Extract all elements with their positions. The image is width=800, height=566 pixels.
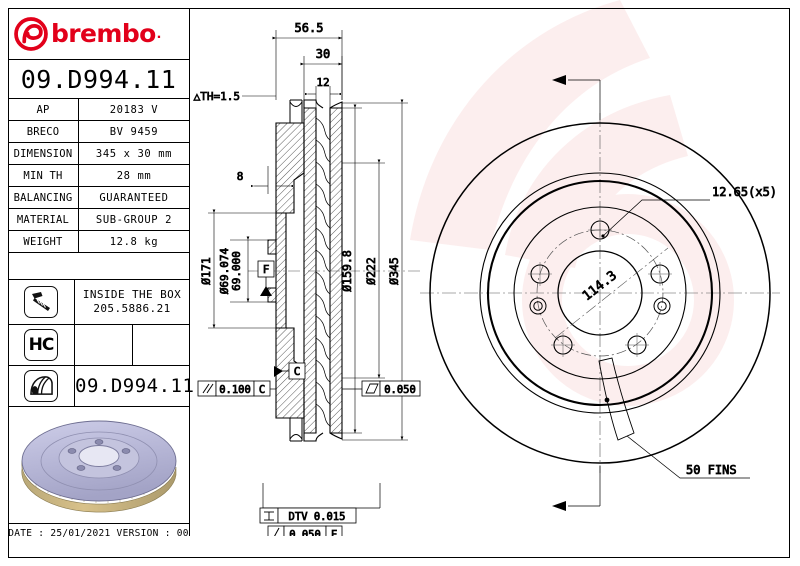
brake-icon-cell — [8, 366, 75, 406]
spec-key: MATERIAL — [8, 208, 79, 231]
note-fins: 50 FINS — [686, 463, 737, 477]
dim-inner-dia: Ø159.8 — [340, 250, 354, 292]
dim-bore-upper: Ø69.074 — [218, 247, 231, 294]
spec-value: 20183 V — [78, 99, 189, 121]
table-row: BRECO BV 9459 — [8, 120, 189, 143]
table-row: DIMENSION 345 x 30 mm — [8, 142, 189, 165]
spec-key: BRECO — [8, 120, 79, 143]
footer-date-text: DATE : 25/01/2021 VERSION : 00 — [8, 527, 189, 539]
sheet-border — [8, 8, 790, 558]
dim-vane-width: 12 — [316, 76, 329, 89]
product-photo — [8, 407, 189, 524]
dim-bore-lower: 69.000 — [230, 251, 243, 291]
tol-runout-value: 0.050 — [289, 529, 321, 536]
table-row: AP 20183 V — [8, 99, 189, 121]
info-block: brembo . 09.D994.11 AP 20183 V BRECO BV … — [8, 8, 194, 539]
table-row: BALANCING GUARANTEED — [8, 186, 189, 209]
disc-render — [20, 420, 176, 513]
part-number-repeat: 09.D994.11 — [75, 375, 195, 397]
spec-key: WEIGHT — [8, 230, 79, 253]
dim-thickness-variation: △TH=1.5 — [194, 90, 240, 103]
spec-value: 345 x 30 mm — [78, 142, 189, 165]
spec-value: SUB-GROUP 2 — [78, 208, 189, 231]
footer-date: DATE : 25/01/2021 VERSION : 00 — [8, 524, 189, 542]
brembo-roundel-icon — [14, 16, 48, 51]
part-number-row: 09.D994.11 — [8, 366, 194, 407]
brand-wordmark: brembo — [51, 19, 156, 48]
inside-the-box-line1: INSIDE THE BOX — [82, 288, 182, 301]
hc-row: HC — [8, 325, 189, 366]
hc-badge-icon: HC — [24, 329, 58, 361]
spacer-row — [8, 253, 189, 280]
spec-key: AP — [8, 99, 79, 121]
hc-icon-cell: HC — [8, 325, 75, 365]
hc-empty-cells — [75, 325, 189, 365]
part-number-value: 09.D994.11 — [20, 64, 177, 94]
spec-value: 12.8 kg — [78, 230, 189, 253]
registered-dot: . — [156, 24, 162, 42]
tol-dtv-label: DTV 0.015 — [289, 511, 346, 523]
screw-icon-cell — [8, 280, 75, 324]
part-number-header: 09.D994.11 — [8, 60, 189, 99]
table-row: WEIGHT 12.8 kg — [8, 230, 189, 253]
dim-overall-width: 56.5 — [295, 21, 324, 35]
dim-mid-dia: Ø222 — [364, 257, 378, 285]
tol-runout-datum: F — [331, 529, 337, 536]
datum-f-label: F — [263, 263, 270, 276]
spec-key: MIN TH — [8, 164, 79, 187]
hc-label: HC — [28, 335, 55, 355]
table-row: MIN TH 28 mm — [8, 164, 189, 187]
tol-parallel-value: 0.100 — [219, 384, 251, 396]
spec-key: DIMENSION — [8, 142, 79, 165]
dim-hat-outer-dia: Ø171 — [199, 257, 213, 285]
inside-the-box-row: INSIDE THE BOX 205.5886.21 — [8, 280, 189, 325]
spec-table: AP 20183 V BRECO BV 9459 DIMENSION 345 x… — [8, 99, 189, 253]
note-bolt-hole-size: 12.65(x5) — [712, 185, 777, 199]
dim-hat-offset: 8 — [237, 170, 244, 183]
spec-value: 28 mm — [78, 164, 189, 187]
brake-disc-icon — [24, 370, 58, 402]
screw-icon — [24, 286, 58, 318]
technical-drawing: 56.5 30 12 △TH=1.5 — [190, 8, 790, 536]
inside-the-box-line2: 205.5886.21 — [93, 302, 171, 315]
tol-parallel-datum: C — [259, 384, 265, 396]
inside-the-box-text: INSIDE THE BOX 205.5886.21 — [75, 288, 189, 316]
table-row: MATERIAL SUB-GROUP 2 — [8, 208, 189, 231]
dim-outer-dia: Ø345 — [387, 257, 401, 285]
datum-c-label: C — [294, 365, 301, 378]
spec-key: BALANCING — [8, 186, 79, 209]
dim-hat-width: 30 — [316, 47, 330, 61]
spec-value: GUARANTEED — [78, 186, 189, 209]
spec-value: BV 9459 — [78, 120, 189, 143]
brand-logo: brembo . — [8, 8, 189, 60]
tol-flatness-value: 0.050 — [384, 384, 416, 396]
